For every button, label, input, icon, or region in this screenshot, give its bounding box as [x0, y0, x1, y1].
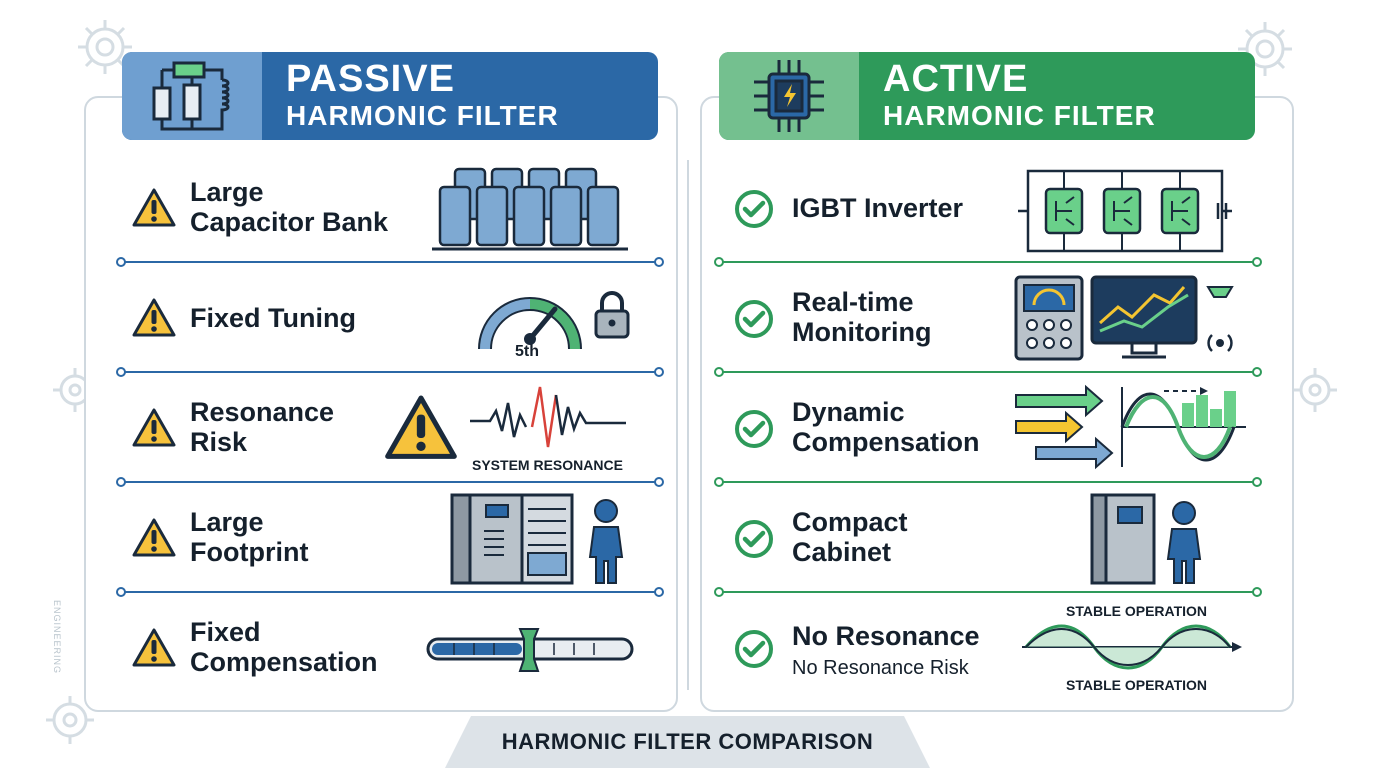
row-separator	[714, 367, 1262, 377]
row-label: Real-time Monitoring	[792, 287, 932, 347]
large-cabinet-icon	[450, 493, 624, 585]
tuning-gauge-icon	[478, 297, 582, 350]
row-separator	[714, 257, 1262, 267]
active-header: ACTIVE HARMONIC FILTER	[719, 52, 1255, 140]
passive-subtitle: HARMONIC FILTER	[286, 100, 559, 131]
resonance-waveform-icon	[470, 386, 626, 448]
stable-caption-top: STABLE OPERATION	[1066, 603, 1208, 619]
capacitor-bank-icon	[432, 167, 628, 251]
warning-icon	[132, 628, 176, 667]
passive-row: Fixed Tuning 5th	[120, 265, 660, 373]
footer: HARMONIC FILTER COMPARISON	[445, 716, 930, 768]
active-title: ACTIVE	[883, 58, 1029, 100]
active-row: No Resonance No Resonance Risk STABLE OP…	[722, 595, 1262, 703]
row-separator	[116, 257, 664, 267]
gear-icon	[1238, 22, 1292, 76]
passive-row: Large Footprint	[120, 485, 660, 593]
row-label: Fixed Compensation	[190, 617, 378, 677]
footer-tab-shape	[445, 716, 930, 768]
microchip-icon	[754, 60, 824, 132]
passive-row: Large Capacitor Bank	[120, 155, 660, 263]
check-icon	[734, 629, 774, 669]
center-divider	[687, 160, 689, 690]
warning-icon	[132, 298, 176, 337]
tuning-caption: 5th	[515, 343, 539, 360]
warning-icon	[384, 393, 458, 463]
passive-icon-box	[122, 52, 262, 140]
row-label: Large Footprint	[190, 507, 309, 567]
row-separator	[116, 367, 664, 377]
row-label: Dynamic Compensation	[792, 397, 980, 457]
row-separator	[714, 587, 1262, 597]
stable-caption-bottom: STABLE OPERATION	[1066, 677, 1208, 693]
row-sublabel: No Resonance Risk	[792, 657, 969, 679]
check-icon	[734, 189, 774, 229]
footer-title: HARMONIC FILTER COMPARISON	[501, 729, 874, 754]
row-label: Fixed Tuning	[190, 303, 356, 333]
stable-wave-icon	[1022, 624, 1242, 670]
warning-icon	[132, 518, 176, 557]
row-label: IGBT Inverter	[792, 193, 964, 223]
active-row: Real-time Monitoring	[722, 265, 1262, 373]
passive-row: Fixed Compensation	[120, 595, 660, 703]
passive-row: Resonance Risk SYSTEM RESONANCE	[120, 375, 660, 483]
row-separator	[116, 477, 664, 487]
passive-title: PASSIVE	[286, 58, 455, 100]
lock-icon	[594, 291, 630, 339]
active-row: Dynamic Compensation	[722, 375, 1262, 483]
row-separator	[116, 587, 664, 597]
gear-icon	[78, 20, 132, 74]
monitoring-screen-icon	[1014, 275, 1234, 361]
check-icon	[734, 519, 774, 559]
active-row: Compact Cabinet	[722, 485, 1262, 593]
row-label: Compact Cabinet	[792, 507, 908, 567]
gear-icon	[1293, 368, 1337, 412]
fixed-slider-icon	[426, 628, 634, 672]
dynamic-waveform-icon	[1015, 384, 1246, 470]
row-label: Large Capacitor Bank	[190, 177, 389, 237]
passive-circuit-icon	[152, 61, 230, 131]
row-label: Resonance Risk	[190, 397, 335, 457]
warning-icon	[132, 408, 176, 447]
active-subtitle: HARMONIC FILTER	[883, 100, 1156, 131]
active-row: IGBT Inverter	[722, 155, 1262, 263]
check-icon	[734, 299, 774, 339]
passive-header: PASSIVE HARMONIC FILTER	[122, 52, 658, 140]
compact-cabinet-icon	[1090, 493, 1202, 585]
row-separator	[714, 477, 1262, 487]
igbt-circuit-icon	[1018, 169, 1232, 253]
row-label: No Resonance	[792, 621, 980, 651]
gear-icon	[46, 696, 94, 744]
active-icon-box	[719, 52, 859, 140]
check-icon	[734, 409, 774, 449]
warning-icon	[132, 188, 176, 227]
resonance-caption: SYSTEM RESONANCE	[472, 457, 623, 473]
engineering-side-text: ENGINEERING	[52, 600, 62, 675]
